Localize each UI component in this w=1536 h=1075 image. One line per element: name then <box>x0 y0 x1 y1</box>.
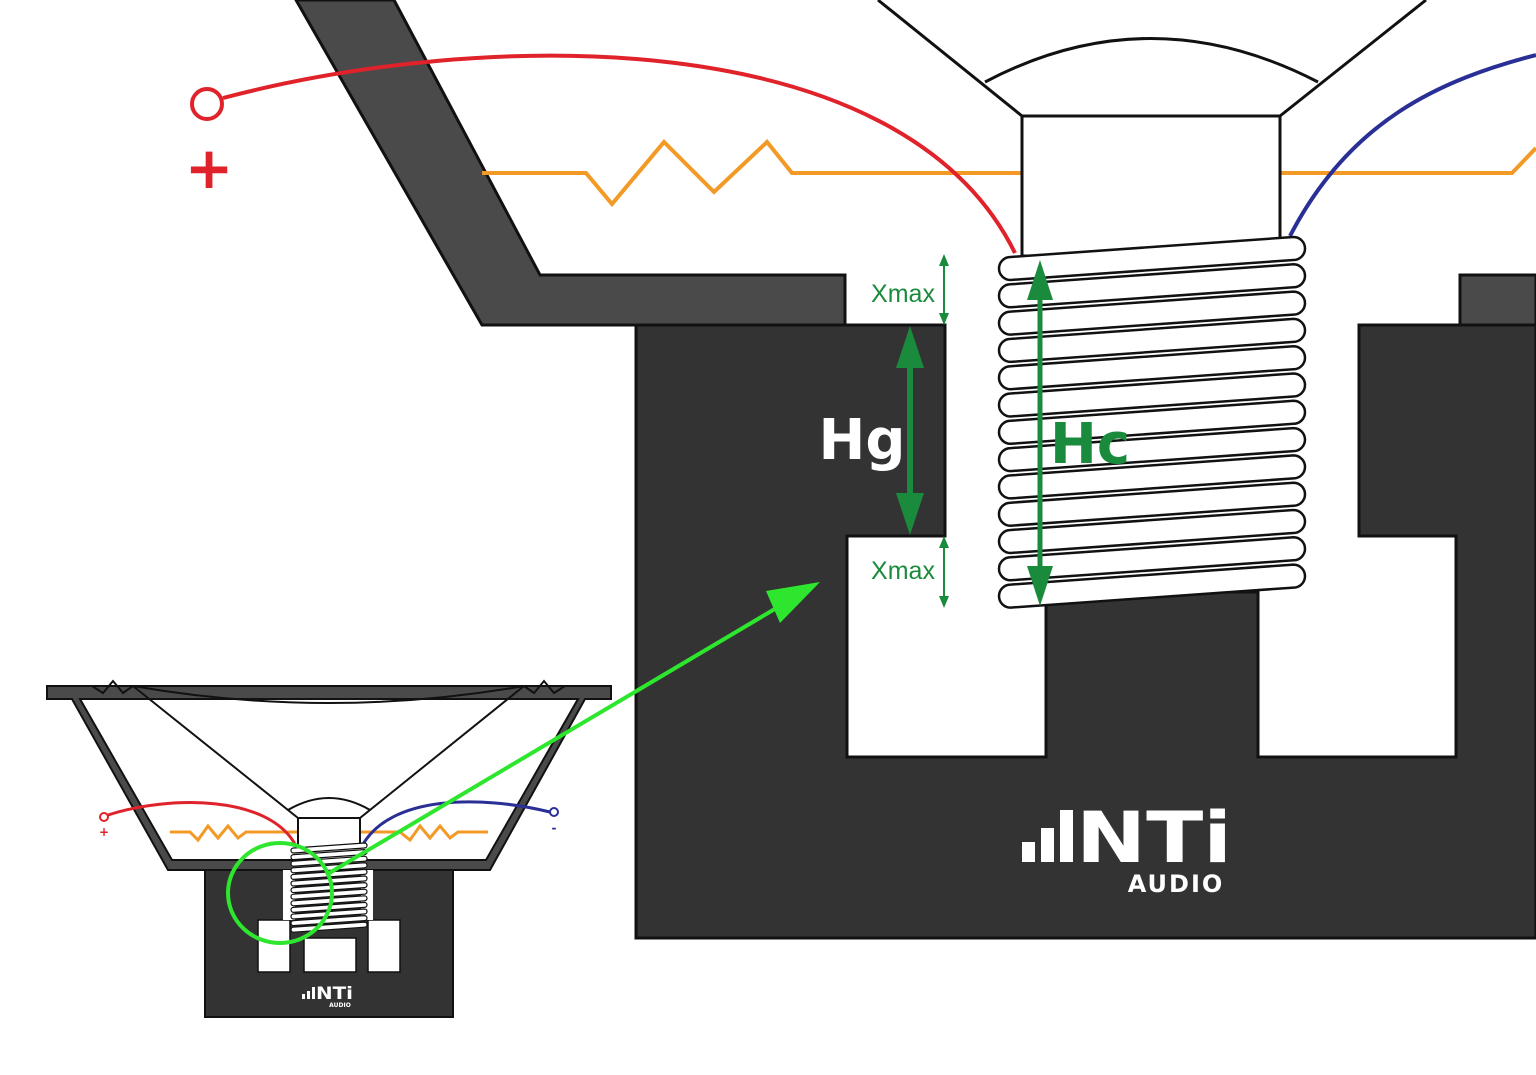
plus-label: + <box>185 134 234 202</box>
resistor-line-right <box>1280 146 1536 175</box>
small-voice-coil <box>290 842 368 933</box>
coil-winding <box>290 914 368 927</box>
cone-line-left <box>877 0 1023 118</box>
coil-winding <box>997 235 1307 282</box>
coil-winding <box>290 855 368 867</box>
small-resistor <box>170 823 298 843</box>
small-plus-label: + <box>99 825 109 839</box>
zoom-pointer-line <box>324 598 792 877</box>
nti-logo-large: NTi AUDIO <box>1022 797 1232 898</box>
xmax-bottom-label: Xmax <box>871 557 935 585</box>
small-cone-top <box>132 685 525 704</box>
coil-former <box>1020 114 1282 258</box>
coil-winding <box>290 895 368 907</box>
coil-winding <box>290 921 368 933</box>
small-minus-label: - <box>552 821 557 835</box>
dust-cap <box>984 37 1319 84</box>
logo-name-large: NTi <box>1076 797 1232 879</box>
coil-winding <box>290 888 368 900</box>
coil-winding <box>997 399 1307 446</box>
logo-sub-small: AUDIO <box>329 1002 351 1009</box>
coil-winding <box>997 263 1307 309</box>
logo-name-small: NTi <box>316 984 353 1004</box>
small-resistor-right <box>360 823 488 843</box>
coil-winding <box>290 862 368 874</box>
small-cone-left <box>132 685 299 819</box>
xmax-top-label: Xmax <box>871 280 935 308</box>
small-positive-terminal <box>99 812 109 822</box>
coil-winding <box>997 481 1307 527</box>
negative-wire <box>1288 53 1536 237</box>
small-negative-wire <box>360 800 551 847</box>
basket-frame <box>294 0 847 327</box>
coil-winding <box>997 563 1307 609</box>
small-surround-right <box>523 679 566 695</box>
coil-winding <box>997 508 1307 555</box>
voice-coil <box>997 235 1307 609</box>
small-negative-terminal <box>549 807 559 817</box>
resistor-line <box>482 139 1022 208</box>
hc-arrowhead-down <box>1027 566 1053 606</box>
logo-sub-large: AUDIO <box>1128 870 1225 898</box>
hg-arrowhead-up <box>896 326 924 368</box>
coil-winding <box>997 454 1307 500</box>
small-surround-left <box>91 679 134 695</box>
hc-label: Hc <box>1050 412 1130 477</box>
hg-arrowhead-down <box>896 493 924 535</box>
xmax-top-arrowhead-up <box>939 254 949 266</box>
magnet-structure <box>634 323 1536 940</box>
xmax-bottom-arrowhead-down <box>939 596 949 608</box>
positive-terminal <box>190 87 224 121</box>
coil-winding <box>997 317 1307 364</box>
xmax-top-arrowhead-down <box>939 313 949 325</box>
small-dust-cap <box>287 797 371 811</box>
hg-label: Hg <box>819 408 906 473</box>
small-coil-former <box>297 817 361 849</box>
positive-wire <box>222 53 1017 254</box>
nti-logo-small: NTi AUDIO <box>302 984 353 1009</box>
hc-arrowhead-up <box>1027 260 1053 300</box>
coil-winding <box>997 344 1307 391</box>
zoom-highlight-circle <box>226 841 334 945</box>
coil-winding <box>997 290 1307 336</box>
small-positive-wire <box>107 801 298 847</box>
coil-winding <box>290 881 368 894</box>
coil-winding <box>997 426 1307 473</box>
coil-winding <box>997 536 1307 582</box>
small-magnet-gaps <box>257 919 401 973</box>
cone-line-right <box>1279 0 1427 118</box>
coil-winding <box>997 372 1307 418</box>
small-cone-right <box>359 685 525 819</box>
basket-frame-right <box>1458 273 1536 327</box>
xmax-bottom-arrowhead-up <box>939 536 949 548</box>
zoom-pointer-arrowhead <box>766 582 820 623</box>
